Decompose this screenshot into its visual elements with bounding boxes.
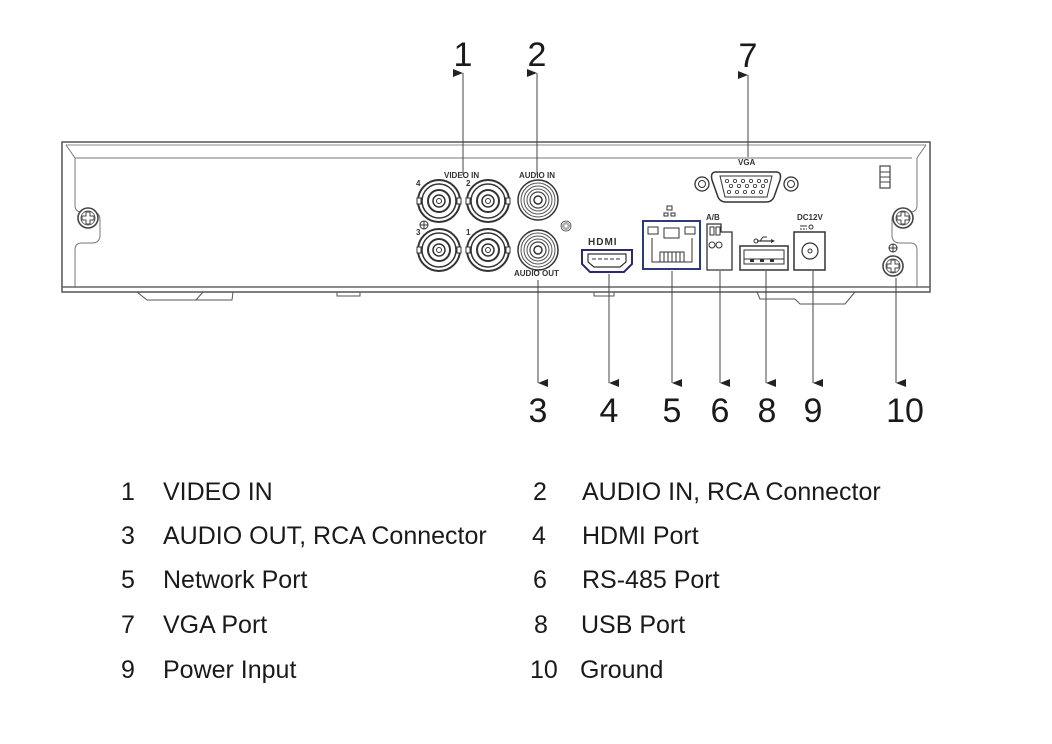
callout-9: 9 <box>804 392 823 430</box>
legend-label: HDMI Port <box>582 522 699 550</box>
mount-screw-left-icon <box>77 207 99 229</box>
mount-screw-right-icon <box>892 207 914 229</box>
bnc-connector-3-icon <box>416 228 462 272</box>
bnc-connector-1-icon <box>465 228 511 272</box>
legend-number: 8 <box>534 611 548 639</box>
legend-label: VIDEO IN <box>163 478 273 506</box>
bnc-label-4: 4 <box>416 179 421 188</box>
vent-grille <box>879 165 891 189</box>
callout-10: 10 <box>886 392 924 430</box>
power-input: DC12V <box>793 213 826 271</box>
bnc-connector-4-icon <box>416 179 462 223</box>
legend-label: Network Port <box>163 566 308 594</box>
legend-number: 2 <box>533 478 547 506</box>
dc-polarity-icon <box>800 224 814 230</box>
hdmi-label: HDMI <box>588 237 618 248</box>
rs485-label: A/B <box>706 213 720 222</box>
legend-label: AUDIO OUT, RCA Connector <box>163 522 487 550</box>
hdmi-port: HDMI <box>581 237 633 273</box>
video-in-label: VIDEO IN <box>444 171 479 180</box>
legend-number: 4 <box>532 522 546 550</box>
callout-2: 2 <box>528 36 547 74</box>
callout-5: 5 <box>663 392 682 430</box>
callout-3: 3 <box>529 392 548 430</box>
bnc-label-1: 1 <box>466 228 471 237</box>
vga-label: VGA <box>738 158 756 167</box>
legend-label: USB Port <box>581 611 686 639</box>
usb-port <box>739 236 789 271</box>
audio-out-label: AUDIO OUT <box>514 269 559 278</box>
legend-label: VGA Port <box>163 611 268 639</box>
legend-label: Ground <box>580 656 664 684</box>
legend-number: 9 <box>121 656 135 684</box>
legend-number: 6 <box>533 566 547 594</box>
callout-numbers: 1 2 7 3 4 5 6 8 9 10 <box>454 36 924 430</box>
bnc-connector-2-icon <box>465 179 511 223</box>
callout-7: 7 <box>739 37 758 75</box>
ground-symbol-icon <box>419 220 429 230</box>
rs485-port: A/B <box>706 213 733 271</box>
video-in: VIDEO IN 4 2 3 1 <box>416 171 511 272</box>
audio-in-label: AUDIO IN <box>519 171 555 180</box>
rear-panel-diagram: VIDEO IN 4 2 3 1 AUDIO IN AUDIO OUT HDMI <box>61 36 931 430</box>
network-icon <box>663 205 676 217</box>
ground-symbol-icon <box>888 243 898 253</box>
legend-number: 10 <box>530 656 558 684</box>
callout-8: 8 <box>758 392 777 430</box>
usb-icon <box>753 236 775 244</box>
legend-label: AUDIO IN, RCA Connector <box>582 478 881 506</box>
callout-4: 4 <box>600 392 619 430</box>
legend-number: 5 <box>121 566 135 594</box>
rca-connector-icon <box>517 179 559 221</box>
network-port <box>642 205 701 270</box>
ground-screw-icon <box>882 255 904 277</box>
callout-lines <box>453 69 906 387</box>
audio-out: AUDIO OUT <box>514 229 559 278</box>
vga-port: VGA <box>694 158 799 203</box>
legend-number: 7 <box>121 611 135 639</box>
callout-6: 6 <box>711 392 730 430</box>
chassis <box>61 141 931 305</box>
bnc-label-2: 2 <box>466 179 471 188</box>
callout-1: 1 <box>454 36 473 74</box>
audio-in: AUDIO IN <box>517 171 559 221</box>
chassis-screw-icon <box>560 220 572 232</box>
power-label: DC12V <box>797 213 823 222</box>
legend-number: 1 <box>121 478 135 506</box>
legend-number: 3 <box>121 522 135 550</box>
rca-connector-icon <box>517 229 559 271</box>
bnc-label-3: 3 <box>416 228 421 237</box>
legend-label: RS-485 Port <box>582 566 720 594</box>
legend-label: Power Input <box>163 656 297 684</box>
ground <box>882 243 904 277</box>
